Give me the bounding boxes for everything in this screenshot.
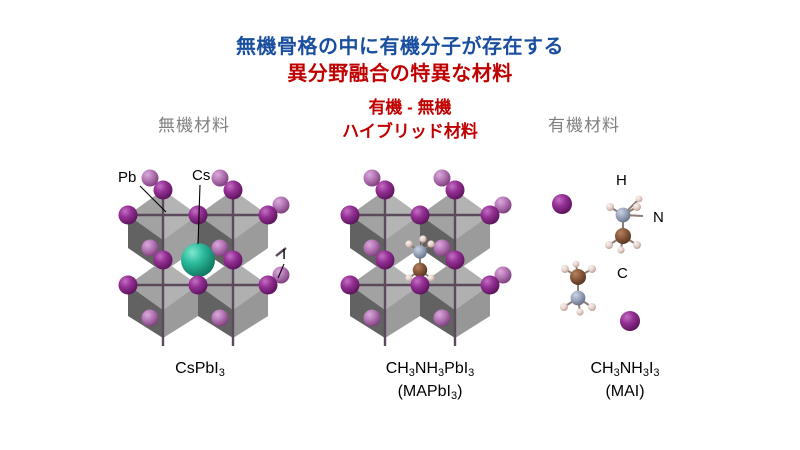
label-pb: Pb xyxy=(118,169,136,186)
hydrogen-atom xyxy=(572,260,580,268)
hydrogen-atom xyxy=(633,203,641,211)
carbon-atom xyxy=(412,262,428,278)
hydrogen-atom xyxy=(605,241,613,249)
hydrogen-atom xyxy=(588,265,596,273)
hydrogen-atom xyxy=(606,203,614,211)
hydrogen-atom xyxy=(617,246,625,254)
label-n: N xyxy=(653,209,664,226)
formula-text: PbI xyxy=(444,360,469,377)
formula-line: CsPbI3 xyxy=(110,358,290,381)
carbon-atom xyxy=(570,269,586,285)
iodide-ion xyxy=(552,194,572,214)
formula-subscript: 3 xyxy=(613,367,620,379)
hydrogen-atom xyxy=(560,303,568,311)
carbon-atom xyxy=(615,228,631,244)
label-i: I xyxy=(282,246,286,263)
formula-line: (MAI) xyxy=(605,383,645,400)
methylammonium-molecule-upper xyxy=(605,195,644,254)
hydrogen-atom xyxy=(633,241,641,249)
nitrogen-atom xyxy=(413,245,427,259)
subtitle: 有機 - 無機 ハイブリッド材料 xyxy=(300,96,520,144)
iodine-front-atoms xyxy=(340,180,500,295)
caption-organic: 有機材料 xyxy=(548,116,620,135)
hydrogen-atom xyxy=(405,240,413,248)
iodine-back-atoms xyxy=(363,169,512,327)
hydrogen-atom xyxy=(427,240,435,248)
formula-text: ) xyxy=(457,383,463,400)
subtitle-line-1: 有機 - 無機 xyxy=(368,98,452,117)
formula-subscript: 3 xyxy=(408,367,415,379)
formula-line: CH3NH3I3 xyxy=(535,358,715,381)
label-h: H xyxy=(616,172,627,189)
formula-subscript: 3 xyxy=(438,367,445,379)
hydrogen-atom xyxy=(419,235,427,243)
formula-text: CH xyxy=(590,360,614,377)
structure-mapbi3 xyxy=(310,160,532,350)
hydrogen-atom xyxy=(561,265,569,273)
label-c: C xyxy=(617,265,628,282)
iodine-back-atoms xyxy=(141,169,290,327)
formula-subscript: 3 xyxy=(450,390,458,402)
formula-subscript: 3 xyxy=(642,367,649,379)
formula-subscript: 3 xyxy=(218,367,225,379)
iodide-ion xyxy=(620,311,640,331)
hydrogen-atom xyxy=(588,303,596,311)
formula-line: (MAPbI3) xyxy=(330,381,530,404)
formula-text: CsPbI xyxy=(175,360,219,377)
formula-text: NH xyxy=(414,360,439,377)
label-leaders xyxy=(139,184,285,279)
formula-cspbi3: CsPbI3 xyxy=(110,358,290,381)
iodine-front-atoms xyxy=(118,180,278,295)
structure-mai: H N C xyxy=(540,160,710,350)
mai-svg: H N C xyxy=(552,172,664,331)
structure-cspbi3: Pb Cs I xyxy=(88,160,310,350)
formula-text: (MAPbI xyxy=(397,383,451,400)
formula-mapbi3: CH3NH3PbI3 (MAPbI3) xyxy=(330,358,530,404)
formula-text: CH xyxy=(385,360,409,377)
formula-line: CH3NH3PbI3 xyxy=(330,358,530,381)
hydrogen-atom xyxy=(405,274,413,282)
nitrogen-atom xyxy=(615,207,631,223)
caption-inorganic: 無機材料 xyxy=(158,116,230,135)
title-line-1: 無機骨格の中に有機分子が存在する xyxy=(236,36,564,58)
cspbi3-svg: Pb Cs I xyxy=(118,167,290,346)
hydrogen-atom xyxy=(635,195,643,203)
hydrogen-atom xyxy=(576,308,584,316)
nitrogen-atom xyxy=(570,290,586,306)
formula-subscript: 3 xyxy=(468,367,475,379)
subtitle-line-2: ハイブリッド材料 xyxy=(342,122,478,141)
figure-title: 無機骨格の中に有機分子が存在する 異分野融合の特異な材料 xyxy=(0,34,800,88)
formula-mai: CH3NH3I3 (MAI) xyxy=(535,358,715,403)
mapbi3-svg xyxy=(340,169,512,346)
formula-text: NH xyxy=(619,360,643,377)
label-cs: Cs xyxy=(192,167,210,184)
formula-text: I xyxy=(648,360,654,377)
hydrogen-atom xyxy=(427,274,435,282)
formula-subscript: 3 xyxy=(653,367,660,379)
title-line-2: 異分野融合の特異な材料 xyxy=(287,63,513,85)
methylammonium-molecule-lower xyxy=(560,260,596,316)
cesium-atom xyxy=(181,243,215,277)
